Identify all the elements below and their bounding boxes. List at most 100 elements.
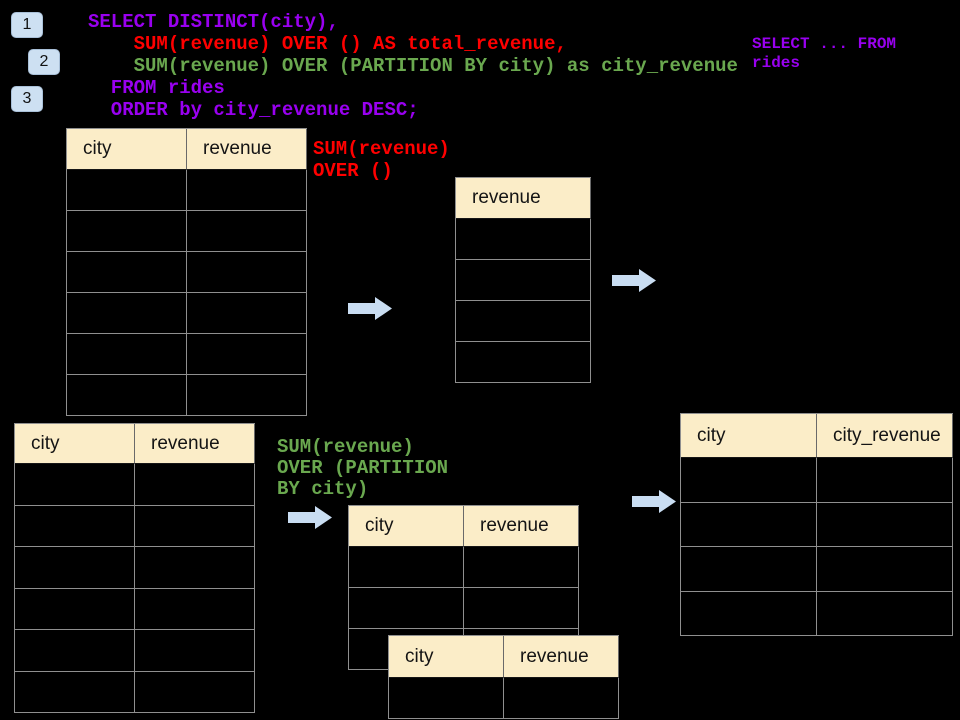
table-header-row: city city_revenue — [681, 414, 953, 458]
step-badge-1-label: 1 — [22, 16, 32, 33]
table-cell — [187, 293, 307, 334]
table-partition-overlay: city revenue — [388, 635, 619, 719]
table-row — [349, 588, 579, 629]
table-row — [681, 458, 953, 503]
table-cell — [15, 671, 135, 713]
step-badge-2-label: 2 — [39, 53, 49, 70]
table-city-revenue-result: city city_revenue — [680, 413, 953, 636]
right-arrow-icon — [288, 506, 332, 529]
table-cell — [681, 502, 817, 547]
table-row — [456, 260, 591, 301]
column-header-city: city — [389, 636, 504, 678]
table-cell — [135, 505, 255, 547]
table-cell — [67, 211, 187, 252]
column-header-city: city — [15, 424, 135, 464]
table-cell — [15, 588, 135, 630]
table-header-row: city revenue — [15, 424, 255, 464]
table-row — [67, 375, 307, 416]
table-cell — [67, 170, 187, 211]
column-header-city: city — [349, 506, 464, 547]
sql-code-block: SELECT DISTINCT(city), SUM(revenue) OVER… — [88, 11, 738, 121]
column-header-city-revenue: city_revenue — [817, 414, 953, 458]
step-badge-1: 1 — [11, 12, 43, 38]
table-row — [67, 211, 307, 252]
table-row — [456, 219, 591, 260]
step-badge-3-label: 3 — [22, 90, 32, 107]
table-cell — [67, 252, 187, 293]
table-cell — [681, 591, 817, 636]
right-arrow-icon — [348, 297, 392, 320]
table-cell — [187, 170, 307, 211]
table-cell — [187, 211, 307, 252]
table-cell — [187, 252, 307, 293]
table-row — [389, 678, 619, 719]
column-header-revenue: revenue — [456, 178, 591, 219]
table-header-row: city revenue — [389, 636, 619, 678]
label-sum-over-total: SUM(revenue) OVER () — [313, 138, 450, 182]
table-cell — [504, 678, 619, 719]
table-header-row: revenue — [456, 178, 591, 219]
sql-line-select: SELECT DISTINCT(city), — [88, 11, 339, 33]
table-total-revenue-result: revenue — [455, 177, 591, 383]
table-row — [15, 588, 255, 630]
table-cell — [349, 588, 464, 629]
table-cell — [187, 375, 307, 416]
table-source-bottom: city revenue — [14, 423, 255, 713]
table-cell — [464, 588, 579, 629]
column-header-city: city — [67, 129, 187, 170]
table-row — [67, 252, 307, 293]
table-cell — [15, 547, 135, 589]
sql-line-sum-partition: SUM(revenue) OVER (PARTITION BY city) as… — [88, 55, 738, 77]
right-arrow-icon — [632, 490, 676, 513]
table-cell — [67, 334, 187, 375]
table-row — [15, 547, 255, 589]
table-cell — [135, 588, 255, 630]
table-source-top: city revenue — [66, 128, 307, 416]
table-row — [15, 630, 255, 672]
right-arrow-icon — [612, 269, 656, 292]
table-cell — [15, 505, 135, 547]
table-row — [15, 505, 255, 547]
table-cell — [135, 630, 255, 672]
table-cell — [456, 301, 591, 342]
table-cell — [464, 547, 579, 588]
table-cell — [15, 630, 135, 672]
step-badge-2: 2 — [28, 49, 60, 75]
column-header-revenue: revenue — [464, 506, 579, 547]
table-cell — [456, 219, 591, 260]
column-header-revenue: revenue — [135, 424, 255, 464]
side-note-select-from-rides: SELECT ... FROM rides — [752, 35, 897, 72]
table-cell — [15, 464, 135, 506]
sql-line-sum-over: SUM(revenue) OVER () AS total_revenue, — [88, 33, 567, 55]
table-row — [67, 334, 307, 375]
table-cell — [456, 342, 591, 383]
table-cell — [67, 293, 187, 334]
table-row — [456, 301, 591, 342]
table-row — [67, 170, 307, 211]
table-cell — [389, 678, 504, 719]
label-sum-over-partition: SUM(revenue) OVER (PARTITION BY city) — [277, 436, 449, 500]
table-row — [681, 502, 953, 547]
table-cell — [817, 591, 953, 636]
table-cell — [135, 464, 255, 506]
step-badge-3: 3 — [11, 86, 43, 112]
table-row — [681, 591, 953, 636]
column-header-revenue: revenue — [504, 636, 619, 678]
table-cell — [681, 547, 817, 592]
table-row — [681, 547, 953, 592]
table-cell — [187, 334, 307, 375]
table-row — [15, 671, 255, 713]
table-row — [67, 293, 307, 334]
table-cell — [135, 671, 255, 713]
table-cell — [681, 458, 817, 503]
table-cell — [817, 502, 953, 547]
table-cell — [456, 260, 591, 301]
table-cell — [349, 547, 464, 588]
table-cell — [67, 375, 187, 416]
table-header-row: city revenue — [349, 506, 579, 547]
sql-line-from: FROM rides — [88, 77, 225, 99]
table-cell — [817, 458, 953, 503]
table-row — [456, 342, 591, 383]
column-header-city: city — [681, 414, 817, 458]
